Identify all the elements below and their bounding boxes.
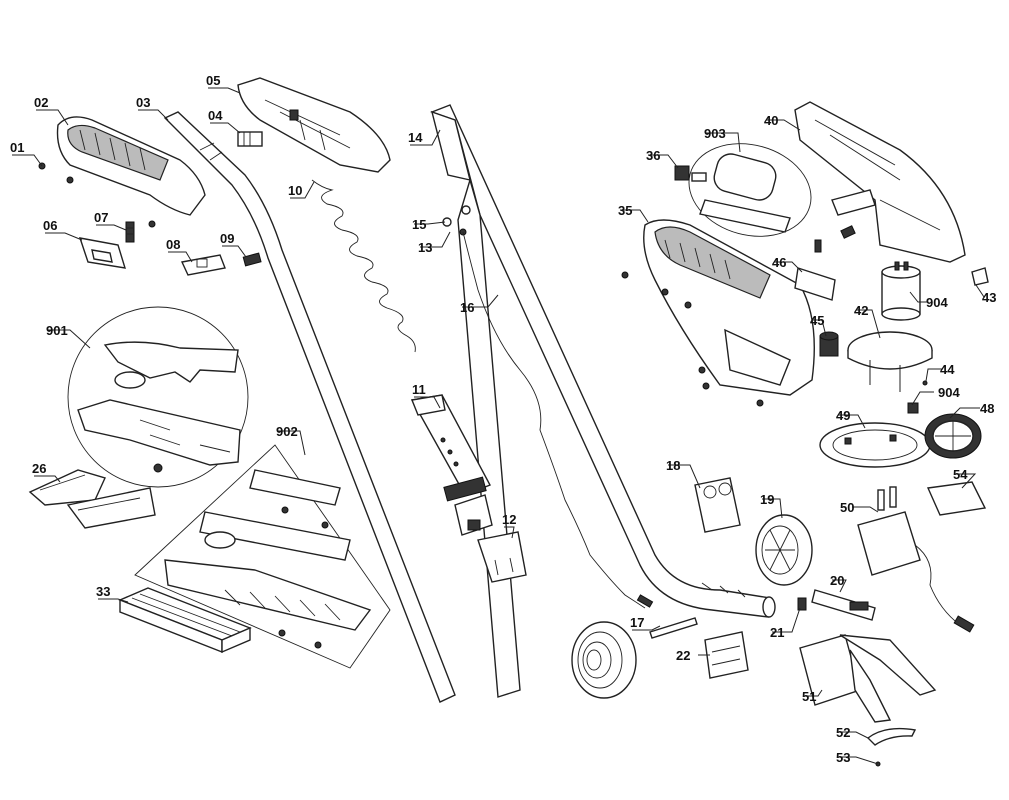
label-902: 902 [276, 424, 298, 439]
label-17: 17 [630, 615, 644, 630]
label-36: 36 [646, 148, 660, 163]
part-21-pin [797, 597, 807, 611]
label-33: 33 [96, 584, 110, 599]
handle-tube [163, 111, 456, 703]
part-49-plate [819, 422, 931, 468]
part-904-motor [881, 261, 921, 321]
label-51: 51 [802, 689, 816, 704]
label-05: 05 [206, 73, 220, 88]
label-11: 11 [412, 382, 426, 397]
part-33-blade-cover [118, 587, 252, 654]
label-48: 48 [980, 401, 994, 416]
label-21: 21 [770, 625, 784, 640]
part-17-axle [649, 617, 698, 639]
label-22: 22 [676, 648, 690, 663]
part-11-battery [410, 394, 493, 536]
label-19: 19 [760, 492, 774, 507]
label-06: 06 [43, 218, 57, 233]
part-40-upper-housing [794, 101, 966, 263]
screws-01 [38, 162, 156, 228]
extension-tube [429, 104, 776, 698]
label-43: 43 [982, 290, 996, 305]
label-08: 08 [166, 237, 180, 252]
part-36-contact-cover [691, 172, 707, 182]
part-52-clip [866, 727, 917, 746]
part-904-small-gear [907, 402, 919, 414]
part-44-washer [922, 380, 928, 386]
part-22-block [704, 631, 749, 679]
part-08-button [180, 254, 226, 276]
part-07-spring [125, 221, 135, 243]
label-10: 10 [288, 183, 302, 198]
part-labels: 01 02 03 04 05 06 07 08 09 10 11 12 13 1… [10, 73, 996, 765]
label-52: 52 [836, 725, 850, 740]
label-46: 46 [772, 255, 786, 270]
part-10-coiled-cable [311, 179, 416, 353]
part-50-charger [857, 486, 975, 633]
part-02-handle [56, 116, 206, 216]
part-54-sheet [926, 481, 987, 516]
part-15-13-connectors [442, 205, 471, 236]
part-06-switch-holder [78, 237, 126, 269]
label-20: 20 [830, 573, 844, 588]
part-35-trimmer-housing [643, 219, 815, 396]
label-09: 09 [220, 231, 234, 246]
label-49: 49 [836, 408, 850, 423]
label-901: 901 [46, 323, 68, 338]
label-903: 903 [704, 126, 726, 141]
inset-902-blade-set [134, 444, 391, 669]
leader-lines [12, 87, 985, 765]
label-16: 16 [460, 300, 474, 315]
part-46-clip [794, 267, 836, 301]
inset-903-battery [688, 143, 812, 237]
label-35: 35 [618, 203, 632, 218]
part-36-contact [674, 165, 690, 181]
label-12: 12 [502, 512, 516, 527]
part-12-clip [477, 531, 527, 583]
label-18: 18 [666, 458, 680, 473]
label-45: 45 [810, 313, 824, 328]
label-44: 44 [940, 362, 955, 377]
label-50: 50 [840, 500, 854, 515]
part-26-base-plate [28, 469, 156, 529]
part-48-gear [924, 413, 982, 459]
label-15: 15 [412, 217, 426, 232]
label-42: 42 [854, 303, 868, 318]
label-02: 02 [34, 95, 48, 110]
part-19-wheel [755, 514, 813, 586]
label-13: 13 [418, 240, 432, 255]
part-51-holder [799, 634, 937, 723]
part-43-tab [971, 267, 989, 286]
label-53: 53 [836, 750, 850, 765]
inset-901-blade-set [67, 306, 249, 488]
part-18-bracket [694, 477, 741, 533]
label-03: 03 [136, 95, 150, 110]
part-42-motor-mount [847, 331, 933, 392]
part-09-spring [242, 252, 262, 267]
label-04: 04 [208, 108, 223, 123]
part-16-cable [462, 231, 646, 609]
label-904-motor: 904 [926, 295, 948, 310]
label-14: 14 [408, 130, 423, 145]
label-07: 07 [94, 210, 108, 225]
wheel [571, 621, 637, 699]
label-01: 01 [10, 140, 24, 155]
label-904-gear: 904 [938, 385, 960, 400]
part-20-rod [811, 589, 876, 621]
label-40: 40 [764, 113, 778, 128]
screws-35 [621, 271, 764, 407]
part-04-clip [237, 131, 263, 147]
label-26: 26 [32, 461, 46, 476]
cable-plug [636, 594, 654, 608]
label-54: 54 [953, 467, 968, 482]
part-45-plug [819, 331, 839, 357]
part-05-housing [237, 77, 391, 173]
